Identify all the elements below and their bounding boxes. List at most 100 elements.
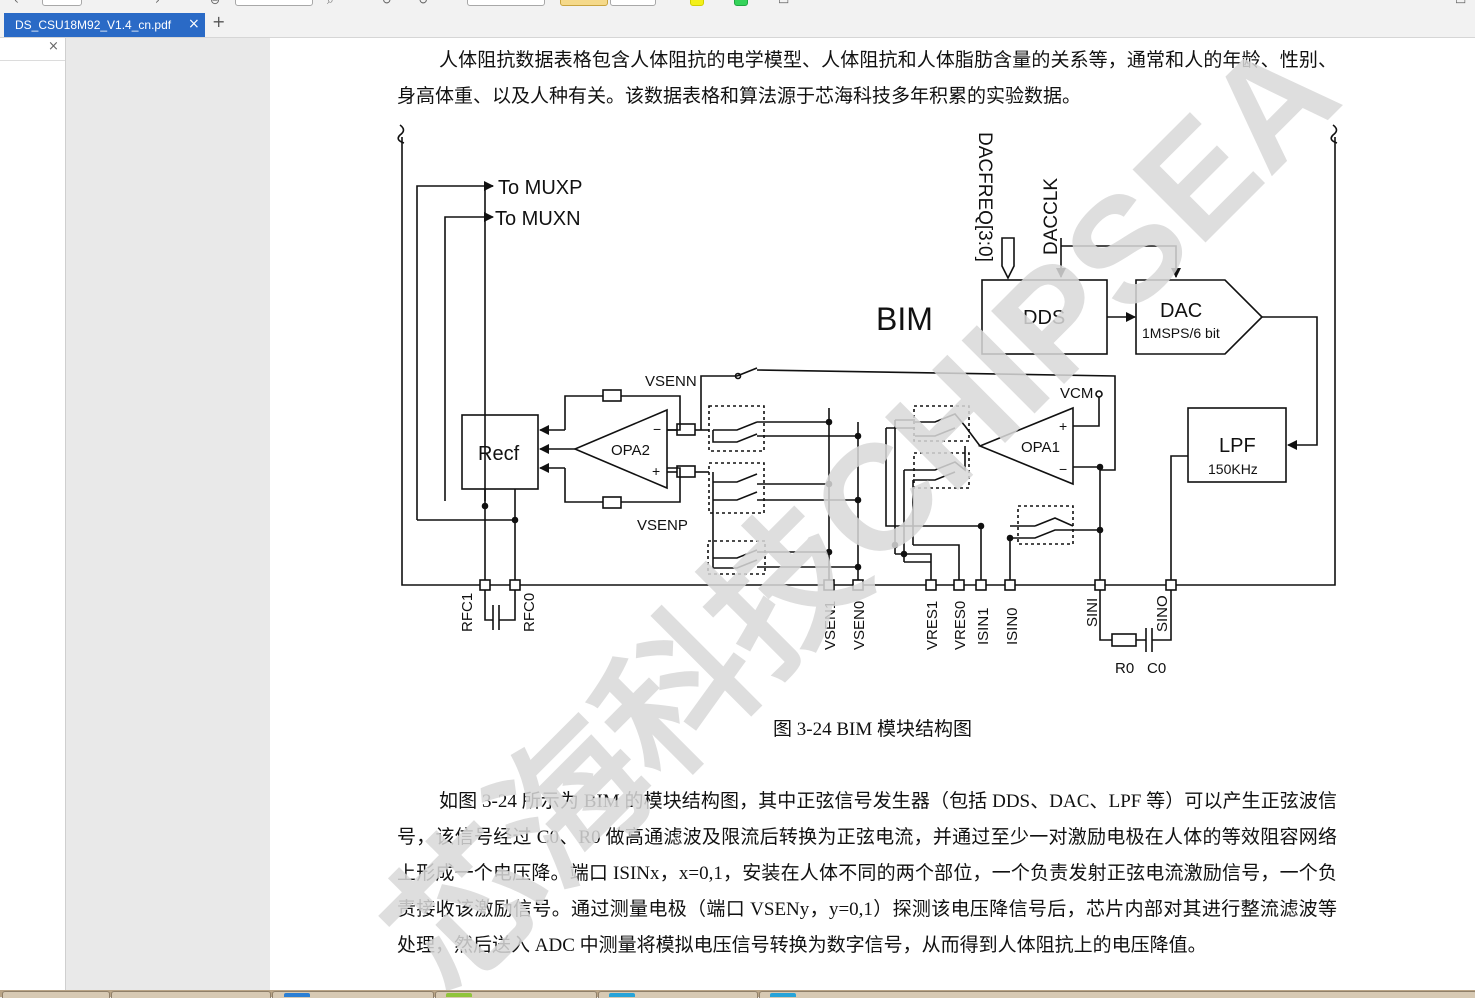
app-icon-green [446,993,472,997]
node-bus-1 [825,418,833,426]
opa1-triangle [977,406,1074,486]
label-lpf-spec: 150KHz [1208,461,1258,477]
paragraph-description: 如图 3-24 所示为 BIM 的模块结构图，其中正弦信号发生器（包括 DDS、… [397,791,1337,956]
node-opa1-minus [1096,463,1104,471]
node-right-2 [1096,526,1104,534]
tab-bar: DS_CSU18M92_V1.4_cn.pdf × + [0,12,1475,38]
external-r0-c0 [1099,590,1172,652]
label-to-muxn: To MUXN [495,208,581,230]
zoom-input[interactable] [235,0,313,6]
wire-vsenn-top [700,369,1116,471]
pin-rfc0: RFC0 [521,593,538,632]
arrow-to-muxn [444,212,494,501]
switch-box-3 [707,540,766,575]
pin-rfc1: RFC1 [459,593,476,632]
label-dacclk: DACCLK [1041,178,1062,255]
side-panel: × [0,38,66,990]
taskbar-button-3[interactable] [272,991,434,998]
arrow-to-muxp [416,181,494,520]
app-icon-cyan-2 [770,993,796,997]
node-right-5 [891,541,899,549]
wire-vres [895,544,960,585]
opa2-plus: + [652,463,660,479]
resistor-r0 [1111,633,1137,647]
figure-caption: 图 3-24 BIM 模块结构图 [773,719,972,740]
switch-box-4 [913,405,970,442]
lpf-block [1187,407,1287,483]
label-opa2: OPA2 [611,442,650,459]
menu-icon[interactable]: ▭ [1455,0,1467,7]
wire-dacclk-dac [1061,245,1181,278]
node-bus-4 [854,496,862,504]
resistor-opa2-top [602,389,622,402]
taskbar-button-2[interactable] [111,991,271,998]
label-dds: DDS [1023,307,1065,329]
taskbar-button-6[interactable] [759,991,1475,998]
taskbar-button-1[interactable] [2,991,110,998]
node-recf-1 [481,502,489,510]
wire-opa2-fb-bot [564,467,681,503]
vcm-pin [1095,390,1103,398]
label-c0: C0 [1147,660,1166,677]
document-gutter [66,38,270,990]
close-icon[interactable]: × [188,16,200,32]
zoom-out-icon[interactable]: ⊖ [210,0,221,7]
chip-break-left [397,124,405,144]
document-page: 人体阻抗数据表格包含人体阻抗的电学模型、人体阻抗和人体脂肪含量的关系等，通常和人… [270,38,1475,990]
search-icon[interactable]: ⌕ [327,0,334,7]
node-bus-2 [854,432,862,440]
close-panel-icon[interactable]: × [48,39,59,54]
tab-document[interactable]: DS_CSU18M92_V1.4_cn.pdf × [4,13,205,37]
page-number-input[interactable] [42,0,82,6]
chip-boundary [401,137,1336,586]
node-right-3 [977,522,985,530]
switch-vsenn-pin [734,372,742,380]
wire-opa1-minus [1073,466,1101,585]
rotate-right-icon[interactable]: ↻ [418,0,429,7]
chip-break-right [1330,124,1338,144]
label-recf: Recf [478,443,520,465]
node-bus-6 [854,563,862,571]
switch-box-2 [708,462,765,514]
new-tab-icon[interactable]: + [212,12,226,31]
node-right-1 [1006,534,1014,542]
switch-matrix-right [885,413,1100,585]
paragraph-intro: 人体阻抗数据表格包含人体阻抗的电学模型、人体阻抗和人体脂肪含量的关系等，通常和人… [397,50,1337,107]
app-icon-cyan [609,993,635,997]
color-green-swatch[interactable] [734,0,748,6]
recf-block [461,414,539,490]
rotate-left-icon[interactable]: ↺ [382,0,393,7]
dac-block [1135,279,1264,355]
highlight-tool-button[interactable] [560,0,608,6]
opa1-minus: − [1059,461,1067,477]
pin-vsen0: VSEN0 [851,601,868,650]
label-vcm: VCM [1060,385,1093,402]
label-bim: BIM [876,301,933,337]
opa2-minus: − [653,421,661,437]
node-recf-2 [511,516,519,524]
pin-vsen1: VSEN1 [822,601,839,650]
side-panel-header: × [0,38,65,61]
color-yellow-swatch[interactable] [690,0,704,6]
find-input[interactable] [467,0,545,6]
taskbar-button-4[interactable] [435,991,597,998]
switch-box-6 [1017,505,1074,545]
pin-sin: SINI [1084,598,1101,627]
text-tool-button[interactable] [610,0,656,6]
tab-title: DS_CSU18M92_V1.4_cn.pdf [15,18,172,32]
taskbar-button-5[interactable] [598,991,758,998]
label-opa1: OPA1 [1021,439,1060,456]
wire-opa2-fb-top [564,395,681,431]
wire-dac-lpf [1262,316,1318,450]
label-r0: R0 [1115,660,1134,677]
switch-box-1 [708,405,765,452]
back-icon[interactable]: ‹ [14,0,19,7]
app-icon-blue [284,993,310,997]
note-icon[interactable]: ▭ [778,0,790,7]
pin-isin0: ISIN0 [1004,607,1021,645]
next-icon[interactable]: › [155,0,160,7]
external-capacitor-rfc [484,590,516,630]
bus-dacfreq [1001,237,1015,280]
resistor-opa2-bot [602,496,622,509]
label-to-muxp: To MUXP [498,177,582,199]
